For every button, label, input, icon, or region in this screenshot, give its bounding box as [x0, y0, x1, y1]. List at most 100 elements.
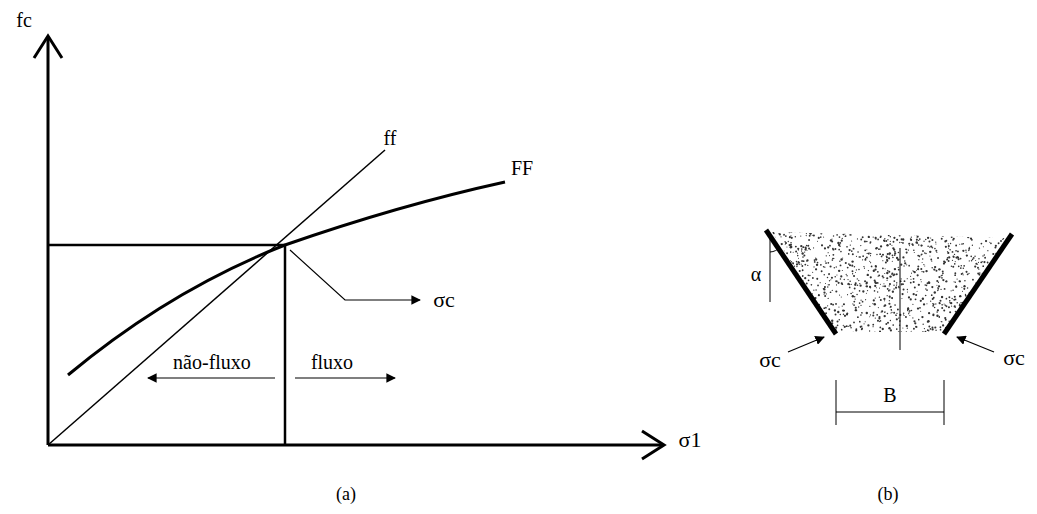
stipple-dot [848, 326, 849, 327]
stipple-dot [922, 331, 923, 332]
stipple-dot [842, 233, 844, 235]
stipple-dot [851, 284, 852, 285]
stipple-dot [1004, 229, 1006, 231]
figure-label: (a) [336, 485, 356, 503]
stipple-dot [873, 312, 875, 314]
stipple-dot [936, 285, 937, 286]
stipple-dot [994, 310, 995, 311]
stipple-dot [892, 247, 894, 249]
stipple-dot [856, 294, 857, 295]
stipple-dot [989, 232, 991, 234]
stipple-dot [776, 327, 778, 329]
stipple-dot [835, 327, 837, 329]
stipple-dot [997, 308, 999, 310]
stipple-dot [1006, 307, 1008, 309]
stipple-dot [773, 260, 775, 262]
bulk-solid [769, 229, 1010, 336]
stipple-dot [988, 302, 990, 304]
stipple-dot [942, 279, 944, 281]
stipple-dot [841, 296, 842, 297]
stipple-dot [886, 272, 888, 274]
stipple-dot [995, 331, 997, 333]
stipple-dot [780, 289, 782, 291]
stipple-dot [970, 237, 972, 239]
stipple-dot [941, 296, 942, 297]
stipple-dot [959, 280, 961, 282]
stipple-dot [808, 333, 809, 334]
stipple-dot [849, 234, 851, 236]
stipple-dot [985, 287, 986, 288]
stipple-dot [818, 294, 820, 296]
stipple-dot [888, 235, 889, 236]
stipple-dot [987, 291, 989, 293]
stipple-dot [795, 282, 796, 283]
stipple-dot [879, 230, 880, 231]
stipple-dot [1003, 300, 1004, 301]
stipple-dot [907, 278, 908, 279]
stipple-dot [910, 298, 912, 300]
stipple-dot [785, 242, 787, 244]
stipple-dot [924, 265, 925, 266]
stipple-dot [924, 232, 926, 234]
stipple-dot [935, 244, 936, 245]
stipple-dot [861, 312, 862, 313]
stipple-dot [790, 247, 792, 249]
stipple-dot [913, 278, 915, 280]
stipple-dot [853, 231, 855, 233]
stipple-dot [788, 322, 789, 323]
stipple-dot [955, 286, 957, 288]
stipple-dot [786, 313, 788, 315]
stipple-dot [784, 241, 785, 242]
stipple-dot [810, 322, 812, 324]
stipple-dot [940, 289, 941, 290]
stipple-dot [1002, 319, 1003, 320]
stipple-dot [877, 282, 879, 284]
stipple-dot [929, 230, 931, 232]
stipple-dot [777, 270, 779, 272]
stipple-dot [877, 271, 879, 273]
stipple-dot [950, 243, 951, 244]
stipple-dot [994, 329, 996, 331]
stipple-dot [910, 238, 911, 239]
stipple-dot [981, 243, 983, 245]
stipple-dot [783, 307, 785, 309]
stipple-dot [927, 238, 928, 239]
stipple-dot [799, 230, 801, 232]
stipple-dot [814, 312, 815, 313]
stipple-dot [952, 256, 954, 258]
stipple-dot [824, 294, 825, 295]
stipple-dot [910, 276, 911, 277]
stipple-dot [931, 239, 933, 241]
dimension-label: B [883, 385, 896, 405]
stipple-dot [994, 246, 996, 248]
stipple-dot [979, 316, 981, 318]
stipple-dot [772, 312, 774, 314]
stipple-dot [932, 303, 933, 304]
stipple-dot [873, 236, 874, 237]
stipple-dot [771, 250, 772, 251]
stipple-dot [850, 244, 851, 245]
stipple-dot [978, 322, 979, 323]
stipple-dot [880, 236, 882, 238]
stipple-dot [1005, 278, 1007, 280]
stipple-dot [884, 300, 885, 301]
stipple-dot [892, 324, 894, 326]
stipple-dot [896, 318, 898, 320]
stipple-dot [784, 266, 786, 268]
stipple-dot [992, 236, 993, 237]
stipple-dot [948, 243, 949, 244]
stipple-dot [951, 298, 952, 299]
stipple-dot [799, 292, 801, 294]
stipple-dot [842, 309, 844, 311]
stipple-dot [773, 248, 775, 250]
stipple-dot [931, 333, 933, 335]
stipple-dot [903, 314, 904, 315]
stipple-dot [942, 324, 944, 326]
stipple-dot [901, 298, 902, 299]
stipple-dot [982, 329, 984, 331]
stipple-dot [814, 259, 816, 261]
stipple-dot [923, 271, 925, 273]
stipple-dot [895, 314, 897, 316]
stipple-dot [814, 309, 815, 310]
stipple-dot [824, 286, 826, 288]
